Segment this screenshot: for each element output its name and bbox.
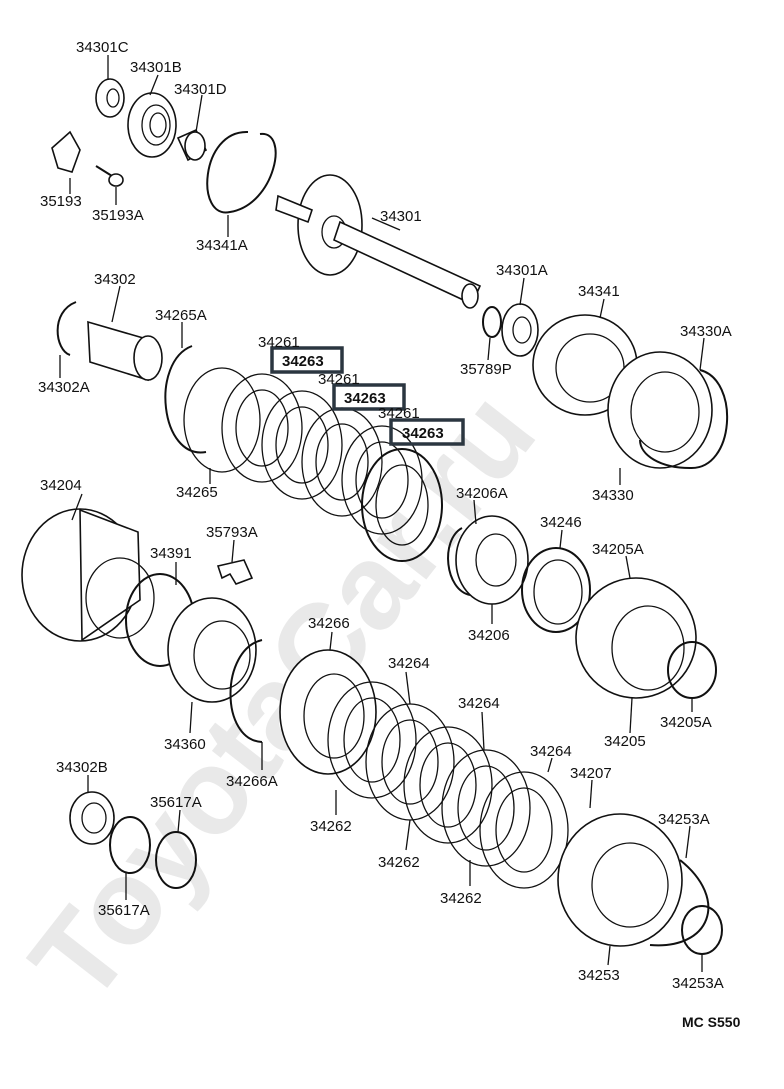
label-35617A-bottom[interactable]: 35617A	[98, 902, 150, 919]
part-34330-shape	[607, 351, 713, 469]
label-34266A[interactable]: 34266A	[226, 773, 278, 790]
part-34301-shape	[275, 174, 482, 309]
part-34301D-shape	[176, 128, 208, 162]
part-34302B-shape	[69, 791, 115, 845]
label-35793A[interactable]: 35793A	[206, 524, 258, 541]
label-34264-3[interactable]: 34264	[530, 743, 572, 760]
label-34253A-bottom[interactable]: 34253A	[672, 975, 724, 992]
part-34330A-shape	[639, 369, 729, 470]
part-34266A-shape	[229, 639, 263, 743]
part-34206A-shape	[447, 527, 471, 596]
part-34253A-bottom-shape	[681, 905, 723, 955]
label-34265A[interactable]: 34265A	[155, 307, 207, 324]
label-34341A[interactable]: 34341A	[196, 237, 248, 254]
label-34262-3[interactable]: 34262	[440, 890, 482, 907]
label-34205[interactable]: 34205	[604, 733, 646, 750]
part-34204-shape	[21, 508, 155, 642]
part-34253-shape	[557, 813, 683, 947]
part-34341A-shape	[206, 130, 277, 214]
part-34266-shape	[279, 649, 377, 775]
part-34265-shape	[183, 367, 261, 473]
part-34302A-shape	[56, 301, 77, 356]
label-34261-3[interactable]: 34261	[378, 405, 420, 422]
label-34301A[interactable]: 34301A	[496, 262, 548, 279]
label-34253A-top[interactable]: 34253A	[658, 811, 710, 828]
label-35193[interactable]: 35193	[40, 193, 82, 210]
part-35193-shape	[51, 130, 81, 173]
label-34301[interactable]: 34301	[380, 208, 422, 225]
part-35793A-shape	[216, 559, 254, 585]
label-35789P[interactable]: 35789P	[460, 361, 512, 378]
clutch-pack-lower	[327, 681, 569, 889]
label-34266[interactable]: 34266	[308, 615, 350, 632]
label-34391[interactable]: 34391	[150, 545, 192, 562]
label-34302[interactable]: 34302	[94, 271, 136, 288]
label-34302B[interactable]: 34302B	[56, 759, 108, 776]
diagram-code: MC S550	[682, 1014, 741, 1030]
label-34301D[interactable]: 34301D	[174, 81, 227, 98]
part-34301B-shape	[127, 92, 177, 158]
label-34264-1[interactable]: 34264	[388, 655, 430, 672]
label-34246[interactable]: 34246	[540, 514, 582, 531]
label-34301C[interactable]: 34301C	[76, 39, 129, 56]
highlight-box-34263-3[interactable]	[389, 418, 465, 446]
highlight-box-34263-2[interactable]	[332, 383, 406, 411]
label-34261-1[interactable]: 34261	[258, 334, 300, 351]
label-34330[interactable]: 34330	[592, 487, 634, 504]
label-34301B[interactable]: 34301B	[130, 59, 182, 76]
label-34205A-top[interactable]: 34205A	[592, 541, 644, 558]
label-34264-2[interactable]: 34264	[458, 695, 500, 712]
label-34360[interactable]: 34360	[164, 736, 206, 753]
part-35789P-shape	[482, 306, 502, 338]
label-34253[interactable]: 34253	[578, 967, 620, 984]
label-34263-3[interactable]: 34263	[402, 425, 444, 442]
label-34330A[interactable]: 34330A	[680, 323, 732, 340]
part-35617A-ring-2	[155, 831, 197, 889]
part-34246-shape	[521, 547, 591, 633]
part-35617A-ring-1	[109, 816, 151, 874]
part-35193A-shape	[95, 165, 124, 187]
label-35617A-top[interactable]: 35617A	[150, 794, 202, 811]
part-34360-shape	[167, 597, 257, 703]
label-34206A[interactable]: 34206A	[456, 485, 508, 502]
label-34204[interactable]: 34204	[40, 477, 82, 494]
label-34263-1[interactable]: 34263	[282, 353, 324, 370]
label-34207[interactable]: 34207	[570, 765, 612, 782]
label-34265[interactable]: 34265	[176, 484, 218, 501]
part-34206-shape	[455, 515, 529, 605]
label-34206[interactable]: 34206	[468, 627, 510, 644]
label-34205A-bottom[interactable]: 34205A	[660, 714, 712, 731]
clutch-pack-upper	[221, 373, 443, 562]
label-34263-2[interactable]: 34263	[344, 390, 386, 407]
part-34253A-top-shape	[649, 859, 710, 947]
part-34302-shape	[87, 320, 163, 382]
highlight-box-34263-1[interactable]	[270, 346, 344, 374]
leader-lines	[59, 55, 705, 972]
label-34262-2[interactable]: 34262	[378, 854, 420, 871]
label-34261-2[interactable]: 34261	[318, 371, 360, 388]
label-34262-1[interactable]: 34262	[310, 818, 352, 835]
part-34301C-shape	[95, 78, 125, 118]
label-34341[interactable]: 34341	[578, 283, 620, 300]
label-34302A[interactable]: 34302A	[38, 379, 90, 396]
label-35193A[interactable]: 35193A	[92, 207, 144, 224]
part-labels: 34301C 34301B 34301D 35193 35193A 34341A…	[38, 39, 732, 992]
part-34205-shape	[575, 577, 697, 699]
part-34301A-shape	[501, 303, 539, 357]
